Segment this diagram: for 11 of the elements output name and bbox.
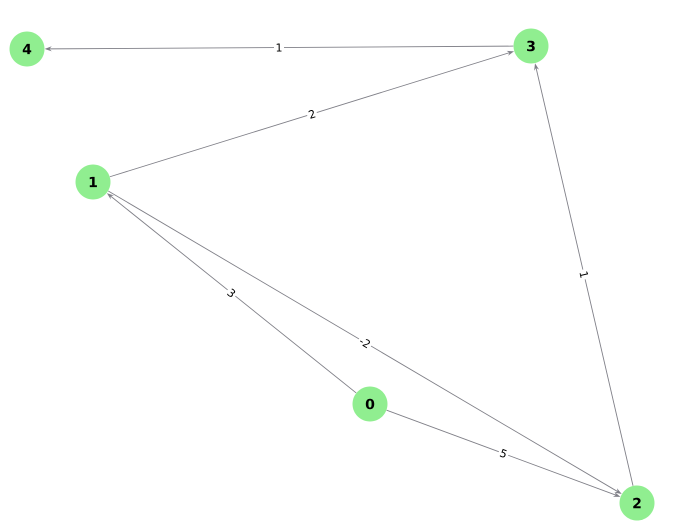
- graph-node: 0: [352, 386, 388, 422]
- edge-label: 5: [500, 448, 507, 458]
- graph-node: 2: [620, 486, 654, 520]
- edge-label: 1: [276, 44, 282, 52]
- graph-node: 4: [10, 32, 44, 66]
- graph-node: 1: [76, 164, 110, 200]
- graph-node: 3: [514, 28, 548, 64]
- edge-label: 2: [308, 110, 316, 119]
- edge-label: 1: [580, 271, 588, 278]
- edge-label: -2: [360, 339, 370, 348]
- edge-label: 3: [227, 288, 236, 297]
